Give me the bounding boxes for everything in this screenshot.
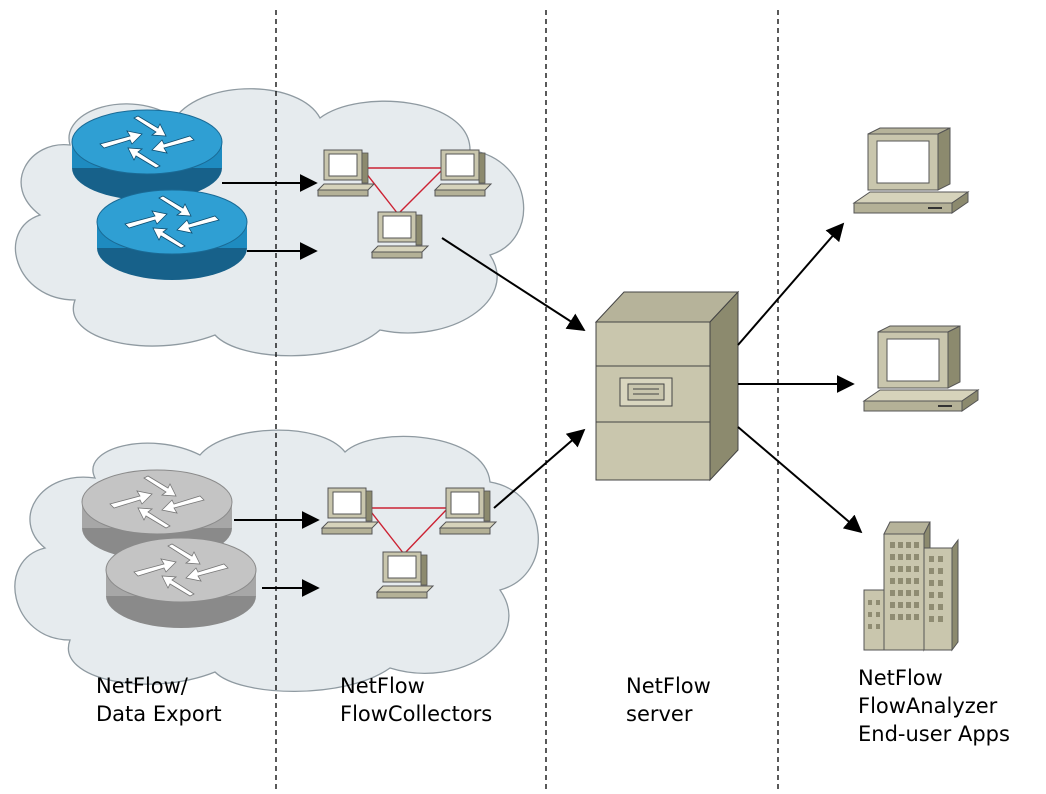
label-netflow-server: NetFlow server (626, 674, 711, 726)
workstation-icon-collector-2 (434, 149, 492, 197)
column-separators (275, 10, 779, 790)
label-end-user-apps: NetFlow FlowAnalyzer End-user Apps (858, 666, 1010, 746)
workstation-icon-app-2 (863, 325, 979, 412)
building-icon (863, 521, 959, 652)
workstation-icon-collector-4 (321, 487, 379, 535)
label-data-export: NetFlow/ Data Export (96, 674, 222, 726)
router-icon-blue-1 (71, 109, 223, 201)
workstation-icon-collector-6 (376, 551, 434, 599)
workstation-icon-collector-5 (439, 487, 497, 535)
label-flow-collectors: NetFlow FlowCollectors (340, 674, 493, 726)
server-icon (594, 290, 740, 482)
flow-arrows (222, 174, 863, 597)
workstation-icon-collector-1 (317, 149, 375, 197)
collector-links-bottom (367, 507, 449, 555)
router-icon-gray-2 (105, 537, 257, 629)
workstation-icon-app-1 (853, 127, 969, 214)
router-icon-blue-2 (96, 189, 248, 281)
workstation-icon-collector-3 (371, 211, 429, 259)
